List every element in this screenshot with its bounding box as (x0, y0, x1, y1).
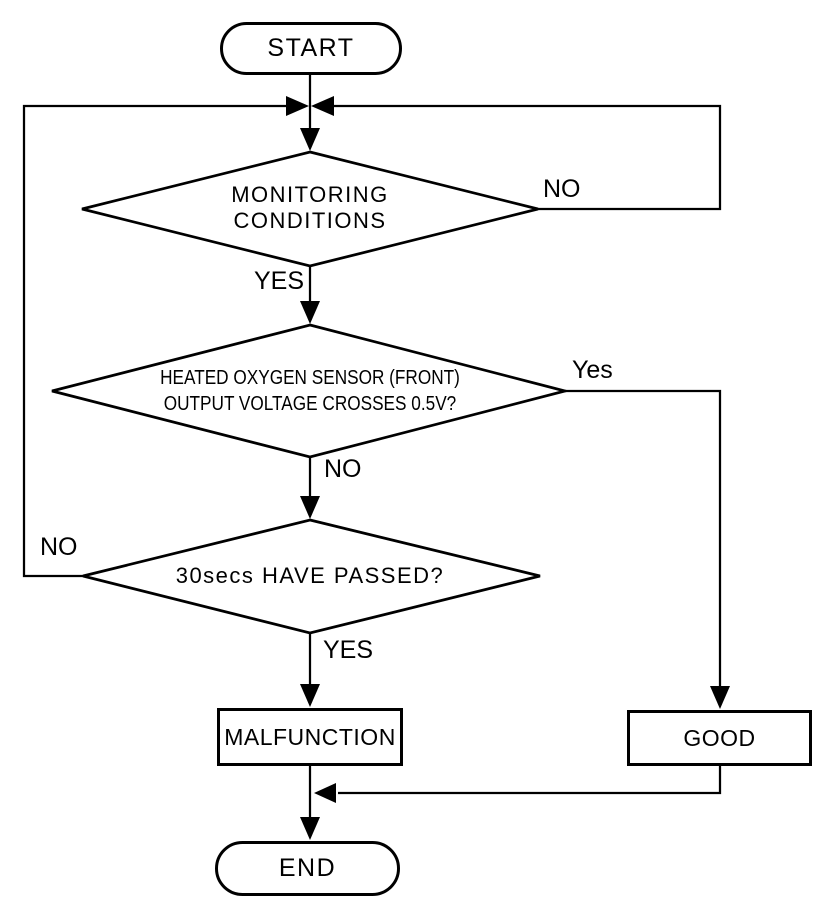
timer-no-label: NO (40, 533, 78, 561)
monitoring-decision-shape (81, 150, 539, 268)
monitoring-decision-line1: MONITORING (231, 182, 389, 207)
malfunction-process-box: MALFUNCTION (217, 708, 403, 766)
arrowhead-into-timer-icon (300, 496, 320, 519)
sensor-decision-line1: HEATED OXYGEN SENSOR (FRONT) (160, 367, 460, 389)
end-terminator: END (215, 841, 400, 896)
sensor-yes-label: Yes (572, 356, 613, 384)
monitoring-yes-label: YES (254, 267, 305, 295)
arrowhead-into-monitoring-icon (300, 128, 320, 151)
monitoring-no-label: NO (543, 175, 581, 203)
end-label: END (278, 854, 337, 882)
arrowhead-into-malfunction-icon (300, 684, 320, 707)
start-terminator: START (220, 22, 402, 75)
sensor-decision-line2: OUTPUT VOLTAGE CROSSES 0.5V? (163, 393, 457, 415)
monitoring-decision-line2: CONDITIONS (233, 208, 387, 233)
arrowhead-into-sensor-icon (300, 301, 320, 324)
edge-good-to-end-join (338, 766, 722, 795)
edge-sensor-yes-to-good (565, 389, 722, 688)
start-label: START (267, 34, 355, 62)
edge-timer-no-loop (22, 104, 286, 578)
timer-decision-line1: 30secs HAVE PASSED? (175, 563, 445, 588)
good-process-box: GOOD (627, 710, 812, 766)
timer-decision-shape (82, 518, 541, 635)
arrowhead-into-good-icon (710, 686, 730, 709)
timer-yes-label: YES (323, 636, 374, 664)
sensor-no-label: NO (324, 455, 362, 483)
arrowhead-good-join-icon (314, 783, 336, 803)
arrowhead-into-end-icon (300, 817, 320, 840)
merge-arrowhead-right-icon (286, 96, 309, 116)
edge-monitoring-no-loop (334, 104, 722, 211)
merge-arrowhead-left-icon (311, 96, 334, 116)
good-label: GOOD (683, 724, 756, 751)
timer-decision-label: 30secs HAVE PASSED? (110, 563, 510, 589)
sensor-decision-label: HEATED OXYGEN SENSOR (FRONT) OUTPUT VOLT… (74, 365, 547, 417)
monitoring-decision-label: MONITORING CONDITIONS (110, 182, 510, 234)
malfunction-label: MALFUNCTION (224, 723, 396, 750)
sensor-decision-shape (51, 323, 571, 459)
